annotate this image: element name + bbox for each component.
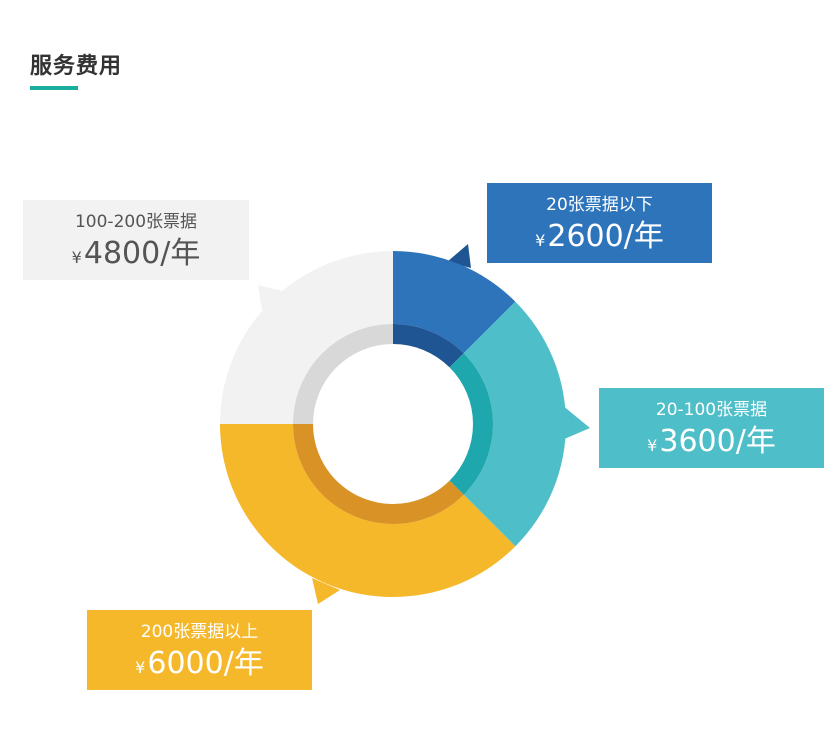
price-value: ¥2600/年 xyxy=(487,219,712,259)
ring-segment-over-200 xyxy=(220,424,516,597)
tail-20-100 xyxy=(562,405,590,440)
price-amount: 3600/年 xyxy=(659,424,776,459)
inner-segment-over-200 xyxy=(293,424,464,524)
currency-symbol: ¥ xyxy=(647,436,658,455)
price-value: ¥6000/年 xyxy=(87,646,312,686)
price-box-20-100: 20-100张票据 ¥3600/年 xyxy=(599,388,824,468)
tier-label: 20-100张票据 xyxy=(655,400,768,420)
inner-segment-100-200 xyxy=(293,324,393,424)
ring-segment-under-20 xyxy=(393,251,516,354)
title-underline xyxy=(30,86,78,90)
tier-label: 100-200张票据 xyxy=(74,212,198,232)
ring-segment-100-200 xyxy=(220,251,393,424)
price-amount: 4800/年 xyxy=(83,236,201,271)
currency-symbol: ¥ xyxy=(135,658,146,677)
tier-label: 20张票据以下 xyxy=(546,195,653,215)
price-box-over-200: 200张票据以上 ¥6000/年 xyxy=(87,610,312,690)
currency-symbol: ¥ xyxy=(535,231,546,250)
price-amount: 2600/年 xyxy=(547,219,664,254)
tier-label: 200张票据以上 xyxy=(140,622,259,642)
ring-segment-20-100 xyxy=(463,301,566,547)
inner-segment-under-20 xyxy=(393,324,464,368)
inner-segment-20-100 xyxy=(449,353,493,495)
price-value: ¥4800/年 xyxy=(23,236,249,276)
tail-100-200 xyxy=(258,285,286,310)
price-box-under-20: 20张票据以下 ¥2600/年 xyxy=(487,183,712,263)
page-title: 服务费用 xyxy=(30,54,123,79)
inner-ring xyxy=(293,324,493,524)
tail-over-200 xyxy=(312,578,340,604)
price-amount: 6000/年 xyxy=(147,646,264,681)
currency-symbol: ¥ xyxy=(71,248,82,267)
outer-ring xyxy=(220,251,566,597)
price-box-100-200: 100-200张票据 ¥4800/年 xyxy=(23,200,249,280)
price-value: ¥3600/年 xyxy=(599,424,824,464)
